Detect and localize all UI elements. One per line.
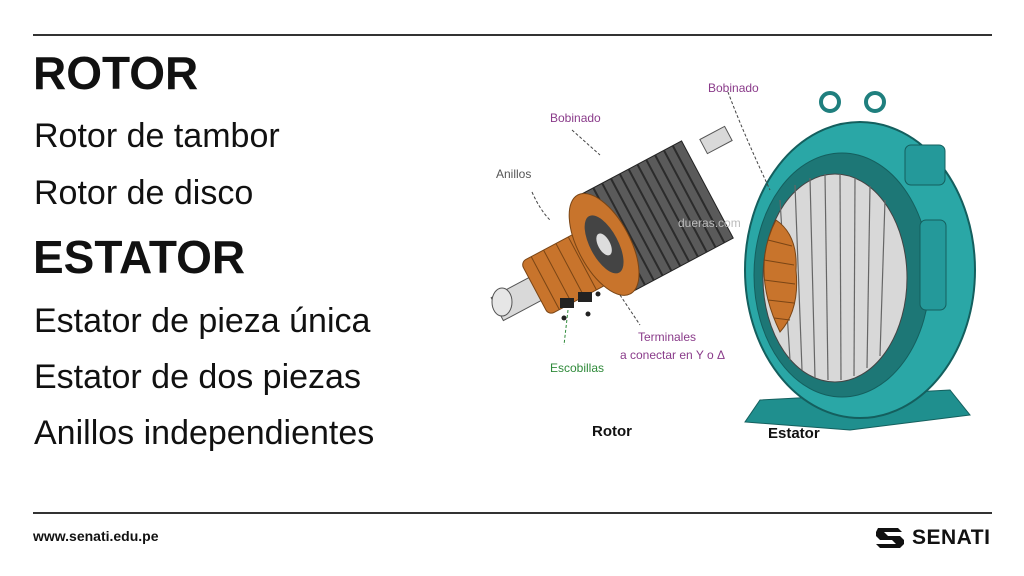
estator-item-anillos: Anillos independientes bbox=[34, 414, 375, 452]
caption-estator: Estator bbox=[768, 425, 820, 442]
label-bobinado-estator: Bobinado bbox=[708, 81, 759, 95]
label-terminales-2: a conectar en Y o Δ bbox=[620, 348, 725, 362]
top-divider bbox=[33, 34, 992, 36]
rotor-item-disco: Rotor de disco bbox=[34, 174, 254, 212]
label-bobinado-rotor: Bobinado bbox=[550, 111, 601, 125]
stator-drawing bbox=[727, 91, 976, 431]
caption-rotor: Rotor bbox=[592, 423, 632, 440]
estator-item-pieza-unica: Estator de pieza única bbox=[34, 302, 371, 340]
senati-logo: SENATI bbox=[874, 520, 994, 556]
label-escobillas: Escobillas bbox=[550, 361, 604, 375]
senati-logo-icon bbox=[876, 528, 904, 548]
label-terminales-1: Terminales bbox=[638, 330, 696, 344]
motor-illustration: Bobinado Anillos Escobillas Terminales a… bbox=[490, 81, 976, 442]
heading-rotor: ROTOR bbox=[33, 47, 199, 99]
bottom-divider bbox=[33, 512, 992, 514]
rotor-drawing bbox=[490, 125, 734, 346]
senati-logo-text: SENATI bbox=[912, 526, 991, 549]
footer-url: www.senati.edu.pe bbox=[33, 528, 159, 544]
estator-item-dos-piezas: Estator de dos piezas bbox=[34, 358, 361, 396]
heading-estator: ESTATOR bbox=[33, 231, 246, 283]
rotor-item-tambor: Rotor de tambor bbox=[34, 117, 280, 155]
watermark-text: dueras.com bbox=[678, 216, 741, 230]
label-anillos: Anillos bbox=[496, 167, 531, 181]
